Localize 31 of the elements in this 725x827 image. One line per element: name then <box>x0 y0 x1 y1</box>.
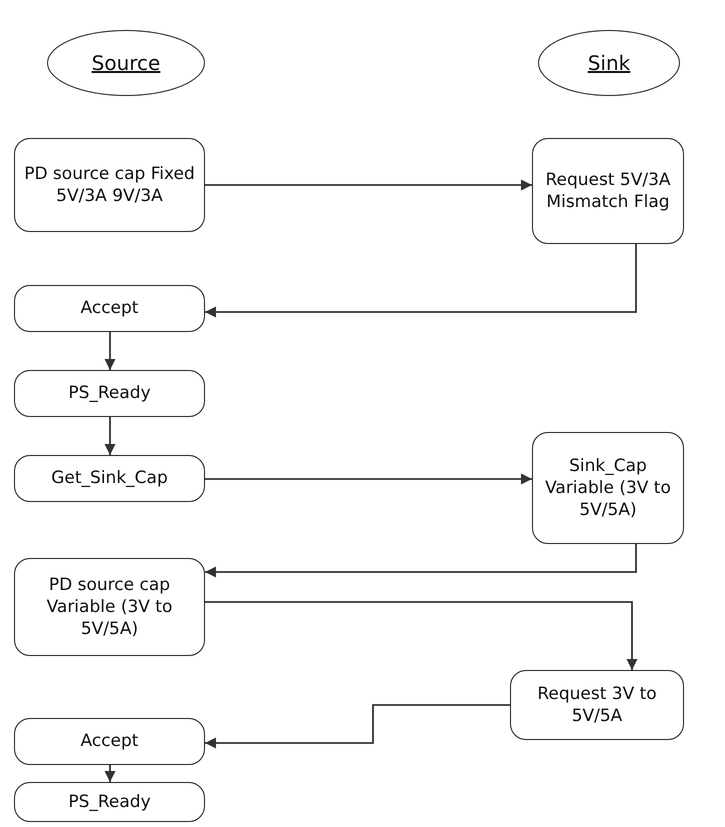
message-text: Request 5V/3A Mismatch Flag <box>544 168 672 214</box>
message-box <box>14 370 205 417</box>
message-box <box>532 432 684 544</box>
arrow <box>104 332 116 370</box>
message-text: Request 3V to 5V/5A <box>536 682 658 728</box>
arrow <box>104 765 116 782</box>
arrow <box>205 180 532 190</box>
lane-title: Source <box>92 50 160 76</box>
message-text: Get_Sink_Cap <box>51 467 168 490</box>
message-text: Sink_Cap Variable (3V to 5V/5A) <box>544 454 672 522</box>
message-box <box>14 782 205 822</box>
message-text: PD source cap Fixed 5V/3A 9V/3A <box>23 162 196 208</box>
arrow <box>104 417 116 455</box>
message-text: Accept <box>80 730 138 753</box>
arrow <box>205 544 637 578</box>
arrow <box>205 474 532 484</box>
message-box <box>14 455 205 502</box>
message-box <box>532 138 684 244</box>
message-box <box>14 558 205 656</box>
message-text: Accept <box>80 297 138 320</box>
message-box <box>14 285 205 332</box>
lane-title: Sink <box>588 50 630 76</box>
message-box <box>14 718 205 765</box>
message-text: PS_Ready <box>68 790 151 814</box>
message-text: PD source cap Variable (3V to 5V/5A) <box>46 574 174 640</box>
arrow <box>205 601 638 670</box>
arrow <box>205 704 510 748</box>
message-box <box>14 138 205 232</box>
message-text: PS_Ready <box>68 382 151 405</box>
arrow <box>205 244 637 318</box>
message-box <box>510 670 684 740</box>
